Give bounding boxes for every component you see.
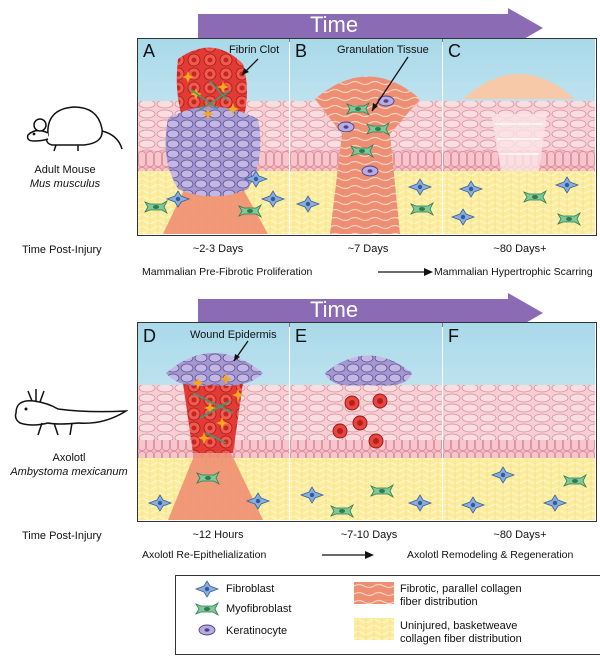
panel-b-duration: ~7 Days [347,243,389,255]
legend-myofibroblast: Myofibroblast [226,603,292,615]
phase-left-bottom: Axolotl Re-Epithelialization [142,549,267,561]
panel-frame-top [137,38,597,236]
time-label-bottom: Time [310,297,359,322]
panel-d-illustration [138,323,289,520]
phase-arrow-top [378,268,433,276]
panel-b-illustration [290,39,442,234]
mouse-icon [26,106,123,152]
phase-right-top: Mammalian Hypertrophic Scarring [434,266,593,278]
panel-f-duration: ~80 Days+ [493,529,547,541]
panel-c-duration: ~80 Days+ [493,243,547,255]
fibrotic-legend-swatch [354,582,394,604]
axolotl-latin-name: Ambystoma mexicanum [0,465,138,479]
axolotl-latin-text: Ambystoma mexicanum [10,466,128,478]
phase-right-bottom: Axolotl Remodeling & Regeneration [407,549,574,561]
legend-fibrotic-line2: fiber distribution [400,596,478,608]
time-post-injury-top: Time Post-Injury [22,244,102,256]
panel-e-duration: ~7-10 Days [340,529,398,541]
panel-letter-a: A [143,41,156,61]
panel-d-annotation: Wound Epidermis [190,329,277,341]
legend-fibrotic-line1: Fibrotic, parallel collagen [400,583,522,595]
legend-uninjured-line1: Uninjured, basketweave [400,620,518,632]
mouse-latin-name: Mus musculus [5,177,125,191]
fibroblast-legend-icon [195,580,219,598]
panel-letter-f: F [448,326,459,346]
panel-a-illustration [138,39,289,234]
axolotl-icon [14,389,128,436]
panel-d-duration: ~12 Hours [192,529,244,541]
phase-left-top: Mammalian Pre-Fibrotic Proliferation [142,266,313,278]
panel-letter-d: D [143,326,156,346]
legend-fibroblast: Fibroblast [226,583,275,595]
panel-a-duration: ~2-3 Days [192,243,244,255]
time-label-top: Time [310,12,359,37]
phase-arrow-bottom [322,551,374,559]
panel-a-annotation: Fibrin Clot [229,44,280,56]
keratinocyte-legend-icon [198,624,216,636]
mouse-common-name: Adult Mouse [34,164,96,176]
panel-b-annotation: Granulation Tissue [337,44,429,56]
uninjured-legend-swatch [354,618,394,640]
panel-letter-e: E [295,326,308,346]
panel-e-illustration [290,323,442,520]
time-post-injury-bottom: Time Post-Injury [22,530,102,542]
axolotl-common-name: Axolotl [52,452,86,464]
legend-keratinocyte: Keratinocyte [226,625,288,637]
myofibroblast-legend-icon [195,602,219,616]
panel-c-illustration [443,39,595,234]
panel-letter-c: C [448,41,461,61]
panel-f-illustration [443,323,595,520]
legend-uninjured-line2: collagen fiber distribution [400,633,522,645]
panel-letter-b: B [295,41,308,61]
panel-frame-bottom [137,322,597,522]
mouse-latin-text: Mus musculus [29,178,101,190]
